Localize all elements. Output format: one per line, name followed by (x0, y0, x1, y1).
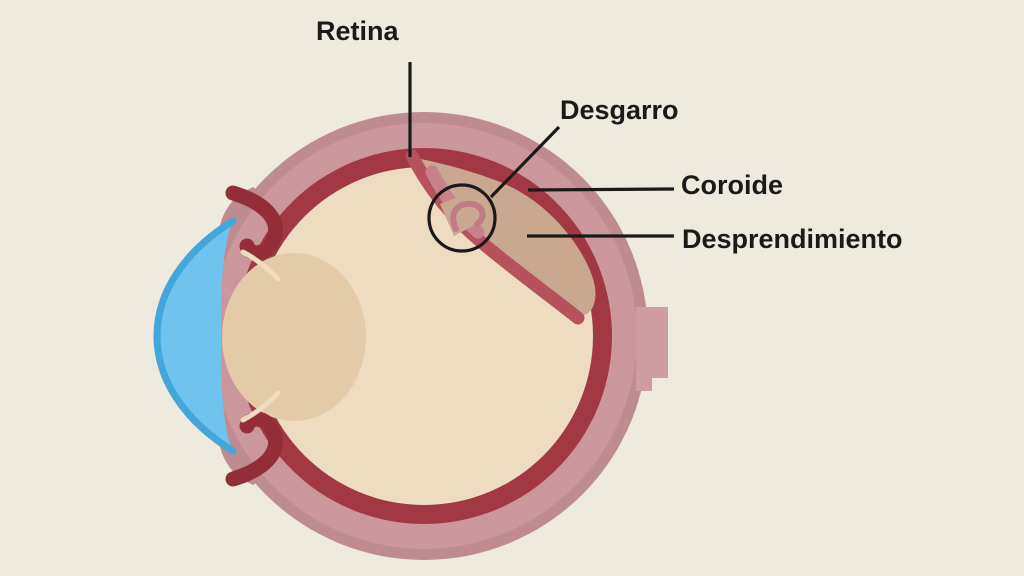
iris-ciliary-top (225, 185, 284, 261)
label-coroide: Coroide (681, 170, 784, 200)
label-desgarro: Desgarro (560, 95, 679, 125)
iris-lens-gap-top (240, 249, 281, 282)
iris-lens-gap-bottom (240, 390, 281, 423)
label-desprendimiento: Desprendimiento (682, 224, 903, 254)
label-retina: Retina (316, 16, 399, 46)
coroide-leader-line (527, 187, 675, 192)
desgarro-leader-line (489, 125, 561, 199)
tear-annotation-circle (427, 183, 497, 253)
detached-retina-flap (405, 149, 585, 325)
lens (222, 253, 366, 421)
cornea-edge (153, 217, 237, 455)
retinal-tear-fragment (450, 200, 486, 232)
iris-ciliary-bottom (225, 411, 284, 487)
optic-nerve-stub (636, 307, 668, 391)
